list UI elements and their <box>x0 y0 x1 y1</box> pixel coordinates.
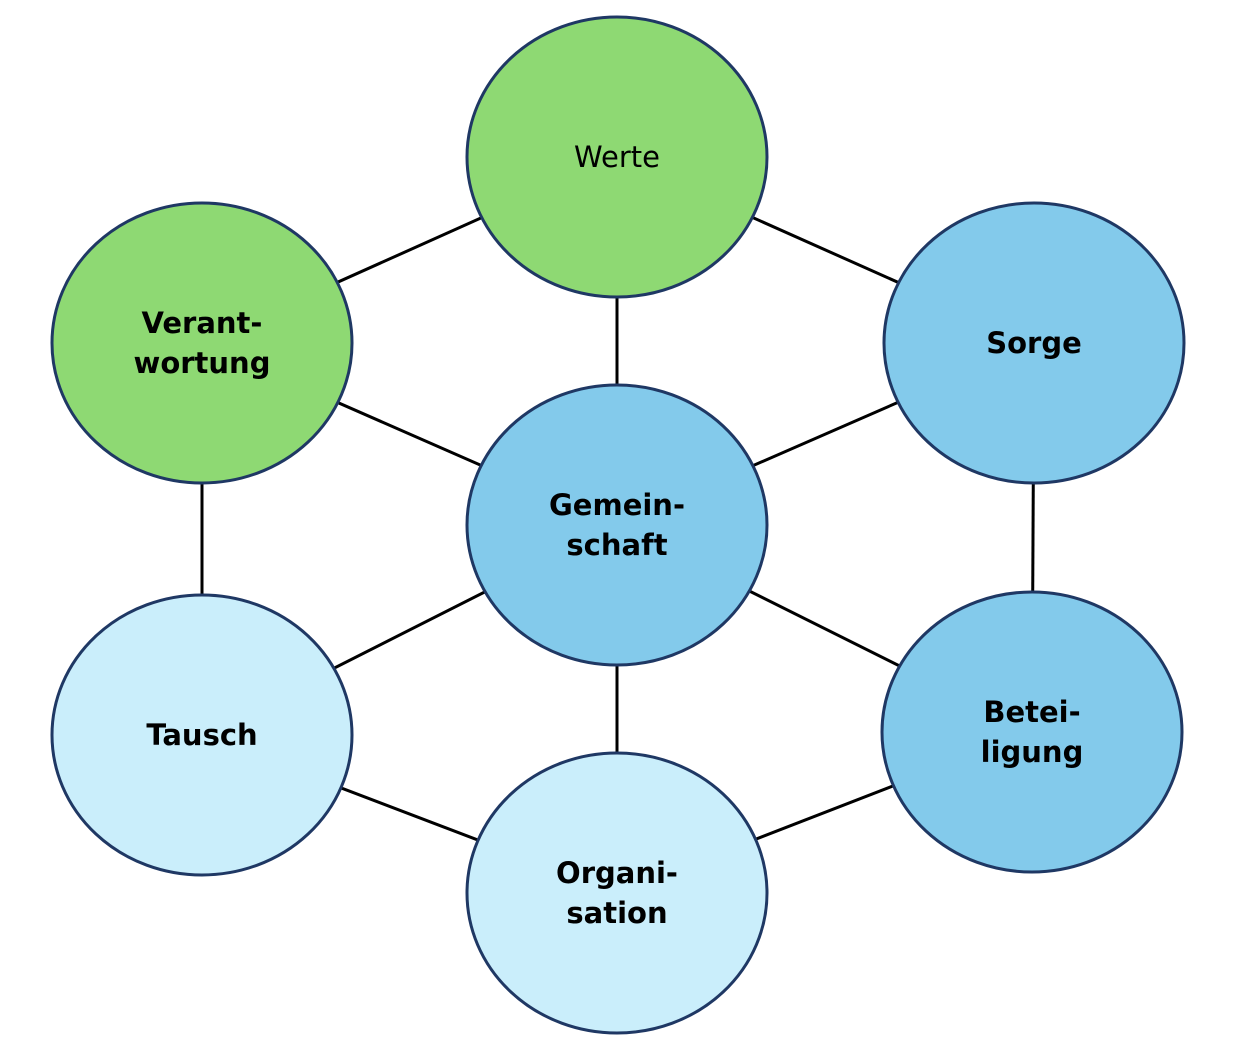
node-sorge: Sorge <box>882 201 1186 485</box>
node-circle-verantwortung <box>50 201 354 485</box>
node-label-beteiligung: Betei- <box>983 695 1080 729</box>
node-organisation: Organi-sation <box>465 751 769 1035</box>
node-tausch: Tausch <box>50 593 354 877</box>
node-label-tausch: Tausch <box>146 718 257 752</box>
node-circle-gemeinschaft <box>465 383 769 667</box>
node-circle-sorge <box>882 201 1186 485</box>
node-circle-tausch <box>50 593 354 877</box>
node-circle-werte <box>465 15 769 299</box>
node-label-verantwortung: Verant- <box>142 306 263 340</box>
node-circle-beteiligung <box>880 590 1184 874</box>
node-verantwortung: Verant-wortung <box>50 201 354 485</box>
node-label-gemeinschaft: Gemein- <box>549 488 685 522</box>
node-label-beteiligung: ligung <box>981 735 1084 769</box>
node-label-sorge: Sorge <box>986 326 1082 360</box>
node-label-organisation: sation <box>566 896 667 930</box>
node-label-gemeinschaft: schaft <box>566 528 667 562</box>
node-label-organisation: Organi- <box>556 856 678 890</box>
node-beteiligung: Betei-ligung <box>880 590 1184 874</box>
node-werte: Werte <box>465 15 769 299</box>
node-circle-organisation <box>465 751 769 1035</box>
node-label-werte: Werte <box>574 140 660 174</box>
node-label-verantwortung: wortung <box>134 346 271 380</box>
node-gemeinschaft: Gemein-schaft <box>465 383 769 667</box>
